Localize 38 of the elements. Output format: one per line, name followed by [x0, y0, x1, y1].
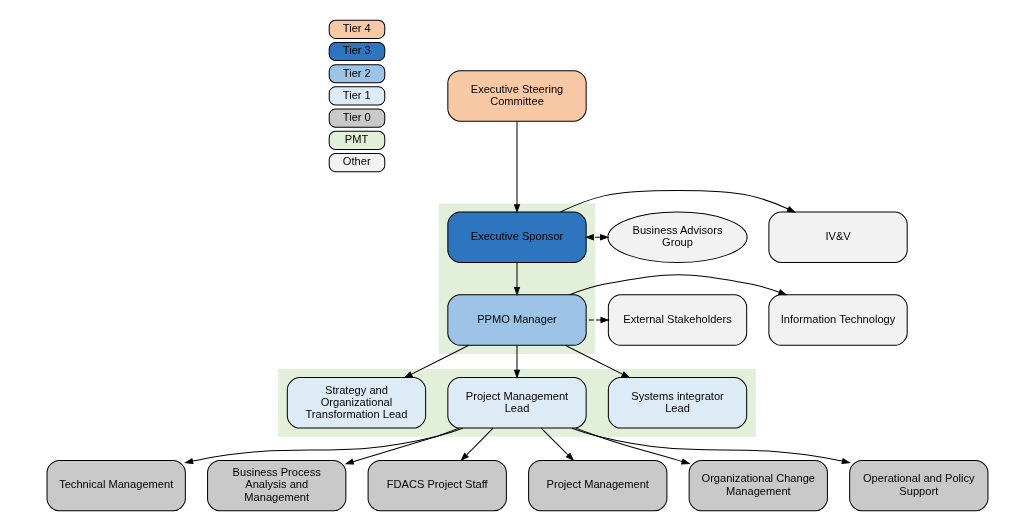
- arrow: [559, 190, 796, 213]
- node-box: Systems integrator Lead: [607, 377, 747, 429]
- legend-label: Other: [342, 155, 371, 168]
- node-box: External Stakeholders: [607, 294, 747, 346]
- legend-label: Tier 0: [342, 110, 371, 123]
- node-box: Project Management Lead: [446, 377, 587, 429]
- arrow: [568, 274, 787, 296]
- legend-label: PMT: [344, 133, 368, 146]
- legend-label: Tier 4: [342, 22, 371, 35]
- node-box: Executive Sponsor: [446, 211, 587, 263]
- node-box: Technical Management: [46, 459, 186, 512]
- arrow: [540, 427, 574, 462]
- arrow: [459, 427, 494, 462]
- legend-label: Tier 1: [342, 88, 371, 101]
- arrow: [183, 427, 463, 465]
- arrow: [403, 344, 469, 379]
- legend-label: Tier 2: [342, 66, 371, 79]
- node-box: FDACS Project Staff: [367, 459, 507, 512]
- node-box: Strategy and Organizational Transformation Lead: [286, 377, 426, 429]
- arrow: [513, 344, 520, 379]
- arrow: [584, 234, 609, 241]
- arrow: [570, 427, 851, 465]
- node-box: Organizational Change Management: [688, 459, 828, 512]
- node-box: Operational and Policy Support: [848, 459, 988, 512]
- node-box: IV&V: [767, 211, 908, 263]
- arrow: [585, 316, 610, 324]
- node-box: Project Management: [527, 459, 667, 512]
- arrow: [564, 344, 630, 379]
- node-box: PPMO Manager: [446, 294, 587, 346]
- arrow: [574, 427, 691, 465]
- node-box: Information Technology: [767, 294, 908, 346]
- arrow: [344, 427, 459, 465]
- node-box: Business Process Analysis and Management: [206, 459, 346, 512]
- node-ellipse: Business Advisors Group: [606, 211, 748, 263]
- legend-label: Tier 3: [342, 44, 371, 57]
- arrow: [513, 262, 520, 297]
- node-box: Executive Steering Committee: [446, 70, 587, 122]
- arrow: [513, 120, 520, 214]
